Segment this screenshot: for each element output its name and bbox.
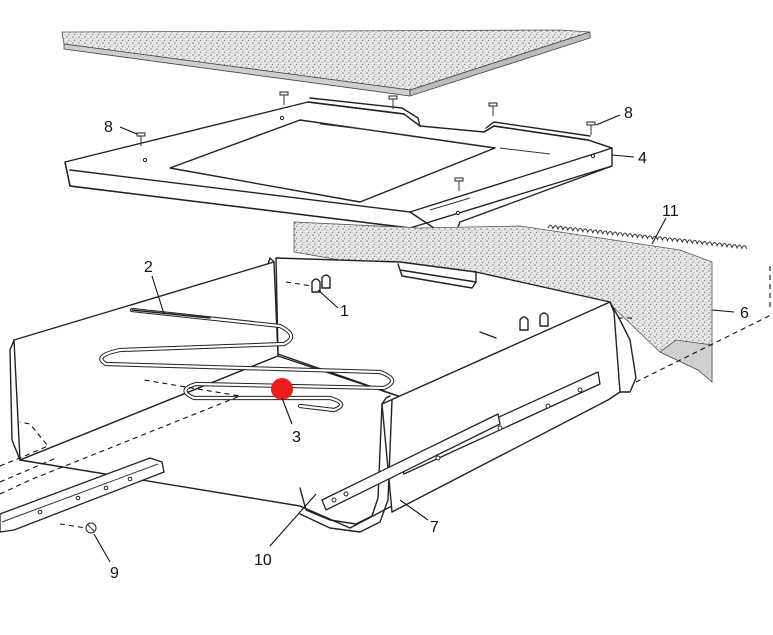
screw-d <box>488 102 498 116</box>
callout-7: 7 <box>430 519 439 536</box>
callout-8-left: 8 <box>104 119 113 136</box>
screw-e <box>586 121 596 135</box>
screws-8 <box>136 91 596 191</box>
callout-11: 11 <box>662 203 679 220</box>
callout-8-right: 8 <box>624 105 633 122</box>
screw-f <box>454 177 464 191</box>
screw-9 <box>85 522 97 534</box>
screw-b <box>279 91 289 105</box>
drawer-box <box>9 257 637 533</box>
assembly-dashed-lines <box>0 266 773 529</box>
leader-lines <box>93 114 735 563</box>
left-slide-rail <box>0 457 165 533</box>
heating-coil-11 <box>547 224 748 250</box>
callout-6: 6 <box>740 305 749 322</box>
callout-10: 10 <box>254 552 272 569</box>
callout-labels: 1 2 3 4 6 7 8 8 9 10 11 <box>104 105 749 582</box>
right-side-rail <box>321 371 601 511</box>
callout-4: 4 <box>638 150 647 167</box>
heating-element <box>99 307 497 413</box>
callout-2: 2 <box>144 259 153 276</box>
callout-3: 3 <box>292 429 301 446</box>
callout-1: 1 <box>340 303 349 320</box>
hook-brackets-1 <box>311 274 549 331</box>
countertop-slab <box>61 29 591 97</box>
screw-c <box>388 95 398 109</box>
callout-9: 9 <box>110 565 119 582</box>
screw-a <box>136 132 146 146</box>
highlight-marker <box>271 378 293 400</box>
